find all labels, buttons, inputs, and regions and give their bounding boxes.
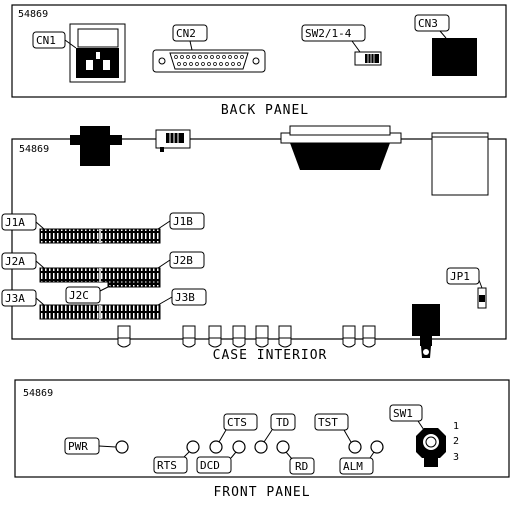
sw1-rotary-switch [416,428,446,467]
pwr-led [115,440,129,454]
case-interior-caption: CASE INTERIOR [213,348,328,363]
rd-label: RD [295,460,308,473]
front-panel-caption: FRONT PANEL [213,485,310,500]
front-panel: 54869 PWR RTS CTS DCD TD RD [14,379,510,478]
alm-label: ALM [343,460,363,473]
db25-connector-top [280,125,402,170]
cn2-label: CN2 [176,27,196,40]
td-led [254,440,268,454]
j2c-connector [107,281,161,288]
cn3-jack [432,38,477,76]
jack-top [431,132,489,196]
rotary-switch-interior [412,304,440,358]
tst-label-box [314,413,349,431]
j1b-label: J1B [173,215,193,228]
cts-label: CTS [227,416,247,429]
dcd-led [232,440,246,454]
sw1-position-2: 2 [453,436,459,447]
jp1-jumper [477,287,487,309]
cn3-label: CN3 [418,17,438,30]
sw1-label: SW1 [393,407,413,420]
sw1-position-1: 1 [453,421,459,432]
cn1-label: CN1 [36,34,56,47]
td-label-box [270,413,296,431]
sw2-label-box [301,24,366,42]
sw1-position-3: 3 [453,452,459,463]
j2b-label: J2B [173,254,193,267]
cn2-db25-connector [152,49,266,73]
tst-led [348,440,362,454]
dcd-label-box [196,456,232,474]
cts-led [209,440,223,454]
dip-switch-top [155,129,191,152]
front-panel-model: 54869 [23,388,53,399]
power-inlet-top [70,126,122,166]
j2c-label: J2C [69,289,89,302]
j3a-label: J3A [5,292,25,305]
sw2-dip-switch [354,51,382,66]
sw2-label: SW2/1-4 [305,27,352,40]
j1a-label: J1A [5,216,25,229]
j3b-label: J3B [175,291,195,304]
back-panel-model: 54869 [18,9,48,20]
cts-label-box [223,413,258,431]
dcd-label: DCD [200,459,220,472]
rd-led [276,440,290,454]
jp1-label-box [446,267,480,285]
alm-label-box [339,457,374,475]
cn3-label-box [414,14,450,32]
td-label: TD [276,416,289,429]
back-panel: 54869 CN1 [11,4,507,98]
j2c-label-box [65,286,101,304]
case-interior: 54869 J1A [1,125,507,358]
sw1-label-box [389,404,423,422]
rts-label-box [153,456,188,474]
pwr-label: PWR [68,440,88,453]
rd-label-box [289,457,315,475]
j2a-label: J2A [5,255,25,268]
back-panel-caption: BACK PANEL [221,103,309,118]
case-interior-model: 54869 [19,144,49,155]
rts-label: RTS [157,459,177,472]
rts-led [186,440,200,454]
cn1-power-inlet [69,23,126,83]
jp1-label: JP1 [450,270,470,283]
interior-leds [117,325,376,348]
tst-label: TST [318,416,338,429]
alm-led [370,440,384,454]
